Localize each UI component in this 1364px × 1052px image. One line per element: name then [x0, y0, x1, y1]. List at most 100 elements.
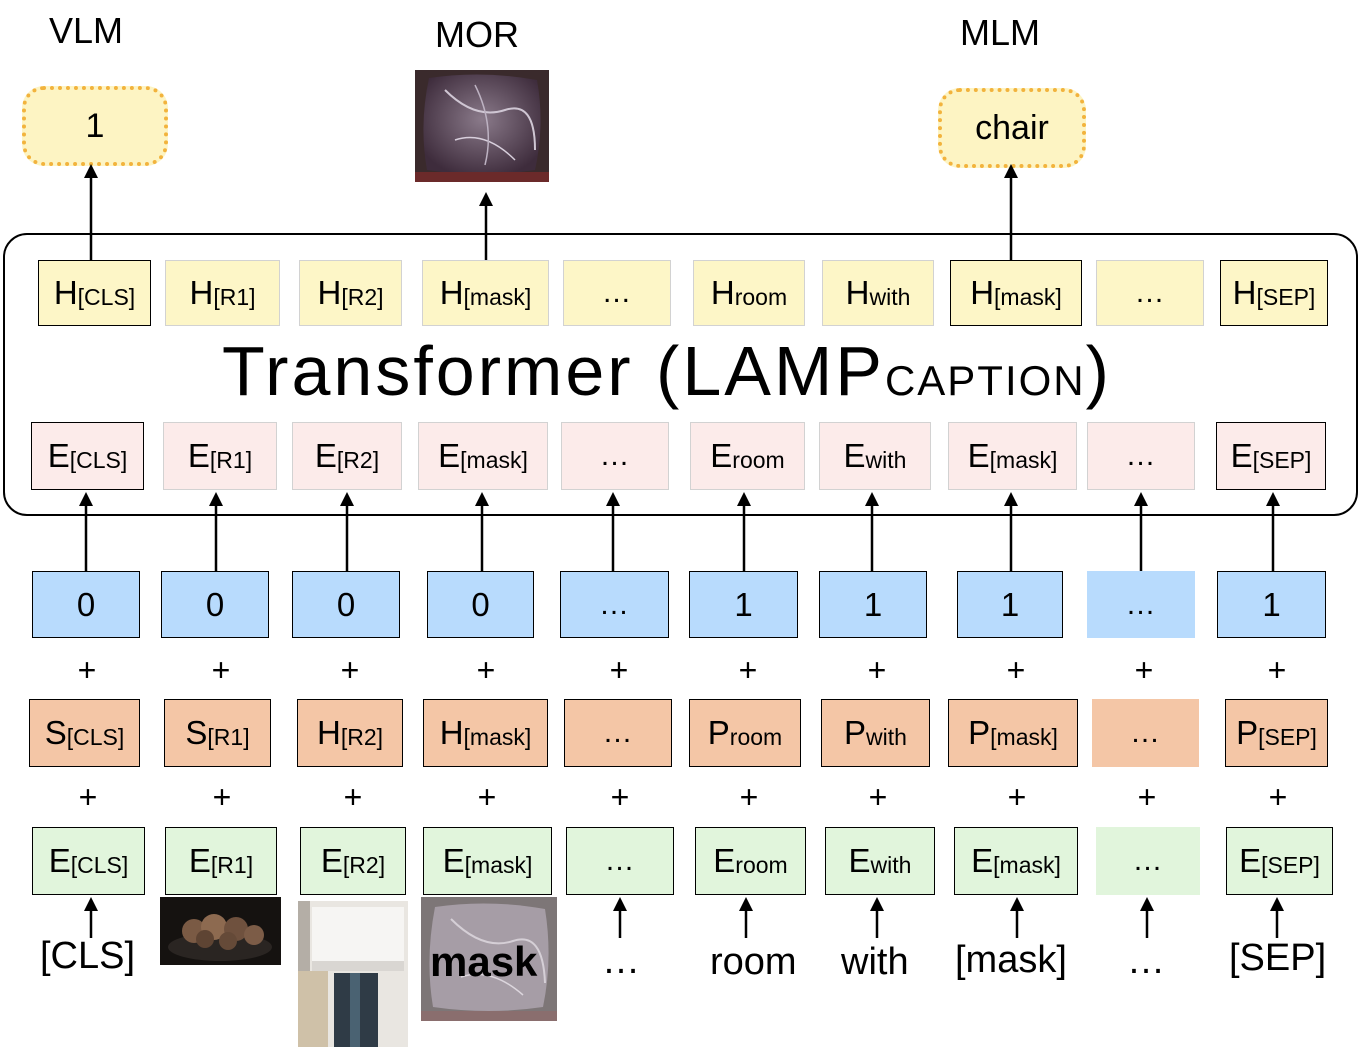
plus-sign-upper-9: +	[1267, 652, 1287, 688]
hidden-main: H	[845, 274, 870, 311]
segment-value: 1	[863, 585, 883, 623]
input-token-3: mask	[430, 938, 538, 985]
pillow-image	[415, 70, 549, 182]
token-cell-9: E[SEP]	[1226, 827, 1333, 895]
embedding-subscript: [CLS]	[69, 446, 128, 473]
segment-value: 1	[1000, 585, 1020, 623]
position-cell-9: P[SEP]	[1225, 699, 1328, 767]
segment-value: 1	[734, 585, 753, 623]
embedding-main: E	[1230, 437, 1253, 474]
plus-sign-upper-4: +	[609, 652, 629, 688]
plus-sign-upper-8: +	[1134, 652, 1154, 688]
hidden-main: H	[53, 274, 78, 311]
embedding-cell-8: …	[1087, 422, 1195, 490]
plus-sign-upper-6: +	[867, 652, 887, 688]
plus-sign-lower-1: +	[212, 779, 232, 815]
position-main: P	[844, 714, 867, 751]
transformer-title-subscript: CAPTION	[884, 357, 1086, 404]
embedding-subscript: [SEP]	[1252, 446, 1312, 473]
segment-value: 0	[336, 585, 356, 623]
segment-cell-4: …	[560, 571, 669, 638]
token-subscript: with	[870, 851, 912, 878]
hidden-main: H	[317, 274, 342, 311]
input-to-token-arrow-0	[84, 897, 98, 938]
segment-to-embedding-arrow-3	[475, 492, 489, 571]
task-label-mor: MOR	[435, 14, 519, 55]
embedding-subscript: [R2]	[336, 446, 380, 473]
position-subscript: room	[729, 723, 783, 750]
input-to-token-arrow-4	[613, 897, 627, 938]
plus-sign-upper-2: +	[340, 652, 360, 688]
segment-to-embedding-arrow-8	[1134, 492, 1148, 571]
position-main: …	[602, 716, 634, 749]
position-subscript: [SEP]	[1258, 723, 1317, 750]
segment-cell-8: …	[1087, 571, 1195, 638]
position-main: S	[185, 714, 208, 751]
segment-to-embedding-arrow-9	[1266, 492, 1280, 571]
position-subscript: [R2]	[340, 723, 384, 750]
hidden-cell-7: H[mask]	[950, 260, 1082, 326]
token-main: E	[442, 842, 465, 879]
mor-output-arrow	[479, 192, 493, 260]
input-token-4: …	[602, 940, 640, 982]
segment-value: 1	[1262, 585, 1281, 623]
token-cell-8: …	[1096, 827, 1200, 895]
position-main: …	[1130, 716, 1161, 749]
position-main: P	[968, 714, 991, 751]
embedding-cell-9: E[SEP]	[1216, 422, 1326, 490]
token-main: E	[188, 842, 211, 879]
plus-sign-lower-5: +	[739, 779, 759, 815]
input-token-7: [mask]	[955, 939, 1067, 981]
hidden-main: ...	[602, 276, 631, 309]
embedding-cell-4: …	[561, 422, 669, 490]
position-cell-3: H[mask]	[423, 699, 548, 767]
bowl-image	[160, 897, 281, 965]
plus-sign-lower-3: +	[477, 779, 497, 815]
hidden-cell-3: H[mask]	[422, 260, 549, 326]
segment-cell-2: 0	[292, 571, 400, 638]
token-main: E	[848, 842, 871, 879]
token-subscript: [R2]	[342, 851, 386, 878]
position-cell-7: P[mask]	[948, 699, 1078, 767]
token-subscript: [CLS]	[70, 851, 129, 878]
segment-to-embedding-arrow-5	[737, 492, 751, 571]
hidden-main: H	[970, 274, 995, 311]
segment-to-embedding-arrow-7	[1004, 492, 1018, 571]
plus-sign-upper-5: +	[738, 652, 758, 688]
embedding-cell-1: E[R1]	[163, 422, 277, 490]
token-cell-0: E[CLS]	[32, 827, 145, 895]
hidden-cell-1: H[R1]	[165, 260, 280, 326]
masked-pillow-image	[421, 897, 557, 1021]
token-main: …	[604, 844, 636, 877]
segment-to-embedding-arrow-0	[79, 492, 93, 571]
transformer-title-close: )	[1085, 332, 1112, 410]
input-to-token-arrow-8	[1140, 897, 1154, 938]
position-cell-8: …	[1092, 699, 1199, 767]
embedding-main: E	[967, 437, 990, 474]
hidden-subscript: room	[734, 283, 788, 310]
segment-cell-7: 1	[957, 571, 1063, 638]
token-cell-3: E[mask]	[423, 827, 552, 895]
plus-sign-upper-1: +	[211, 652, 231, 688]
position-cell-2: H[R2]	[297, 699, 403, 767]
input-token-8: …	[1127, 940, 1165, 982]
token-subscript: [R1]	[210, 851, 254, 878]
token-cell-4: …	[566, 827, 674, 895]
input-to-token-arrow-7	[1010, 897, 1024, 938]
segment-cell-3: 0	[427, 571, 534, 638]
token-main: …	[1132, 844, 1164, 877]
plus-sign-lower-7: +	[1007, 779, 1027, 815]
embedding-cell-3: E[mask]	[418, 422, 548, 490]
position-cell-4: …	[564, 699, 672, 767]
hidden-subscript: [R2]	[341, 283, 384, 310]
hidden-subscript: [SEP]	[1256, 283, 1316, 310]
token-main: E	[1239, 842, 1262, 879]
embedding-cell-7: E[mask]	[948, 422, 1077, 490]
token-cell-1: E[R1]	[165, 827, 277, 895]
